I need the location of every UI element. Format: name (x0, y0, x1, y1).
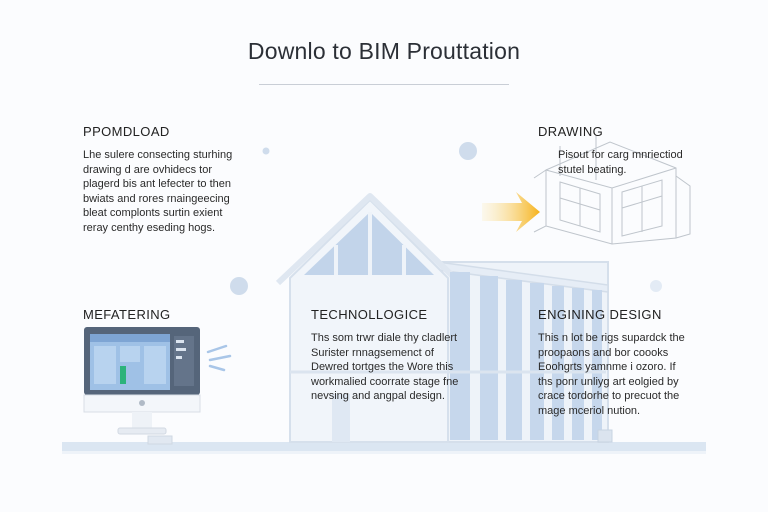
drawing-description: Pisout for carg mnriectiod stutel beatin… (558, 149, 683, 176)
download-description: Lhe sulere consecting sturhing drawing d… (83, 149, 233, 234)
floating-dot (459, 142, 477, 160)
technologice-description: Ths som trwr diale thy cladlert Surister… (311, 332, 459, 402)
mefatering-heading: MEFATERING (83, 307, 171, 322)
house-model (275, 193, 613, 443)
ground-line (62, 442, 706, 451)
ground-shadow (62, 451, 706, 454)
house-planter (597, 429, 613, 443)
technologice-heading: TECHNOLLOGICE (311, 307, 428, 322)
floating-dot (230, 277, 248, 295)
download-heading: PPOMDLOAD (83, 124, 170, 139)
desktop-monitor-icon (83, 327, 232, 435)
engining-design-heading: ENGINING DESIGN (538, 307, 662, 322)
house-door (332, 394, 350, 442)
wireframe-drawing (533, 136, 691, 245)
house-glass-fins (450, 272, 602, 440)
page-title: Downlo to BIM Prouttation (247, 38, 521, 64)
floating-dot (650, 280, 662, 292)
ground-step (147, 435, 173, 445)
floating-dot (262, 147, 270, 155)
drawing-heading: DRAWING (538, 124, 604, 139)
arrow-icon (482, 192, 540, 232)
house-roof-left-edge (275, 193, 463, 286)
title-divider (259, 84, 509, 85)
engining-design-description: This n lot be rigs supardck the proopaon… (538, 332, 685, 417)
